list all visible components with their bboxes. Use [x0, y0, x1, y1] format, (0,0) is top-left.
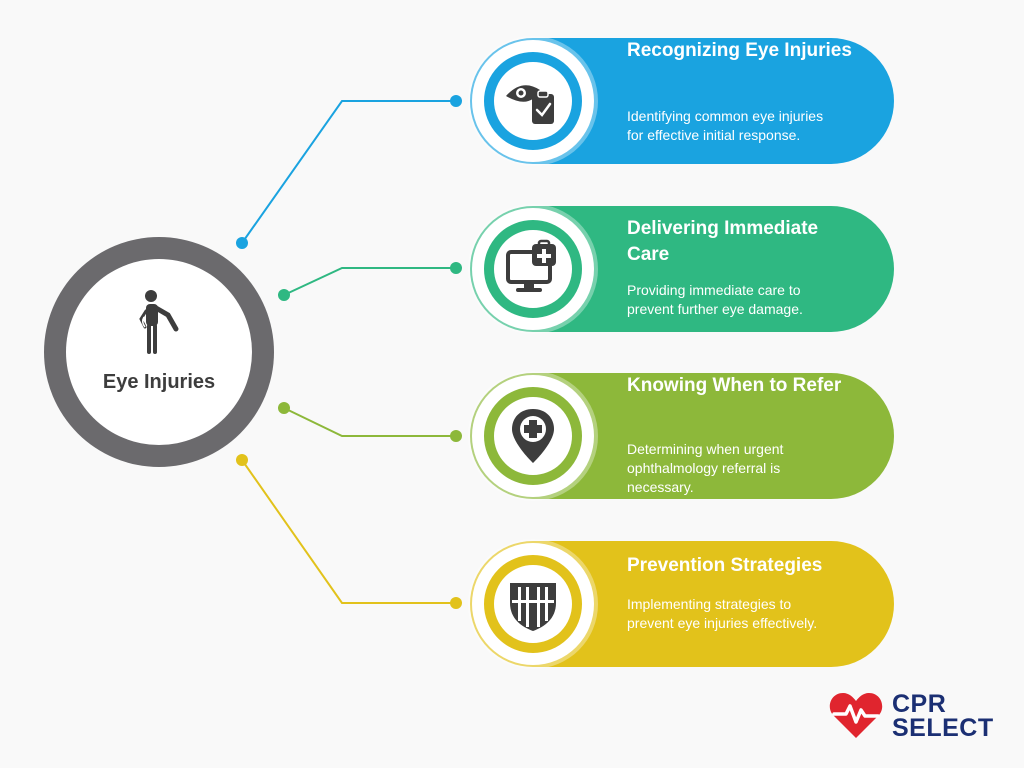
person-injury-icon [139, 290, 179, 354]
card-knowing-when-to-refer: Knowing When to Refer Determining when u… [470, 373, 894, 499]
hub-inner: Eye Injuries [66, 259, 252, 445]
brand-name-line2: SELECT [892, 714, 994, 742]
monitor-medical-kit-icon [506, 239, 556, 292]
card-description: Providing immediate care to prevent furt… [627, 282, 803, 317]
connector-dot [450, 95, 462, 107]
medical-location-pin-icon [512, 409, 554, 463]
connector-dot [236, 454, 248, 466]
connector-dot [278, 289, 290, 301]
connector-line-refer [283, 407, 456, 437]
card-icon-badge [472, 375, 594, 497]
brand-logo: CPR SELECT [828, 690, 998, 744]
card-description: Identifying common eye injuries for effe… [627, 108, 824, 143]
connector-dot [450, 262, 462, 274]
connector-dot [236, 237, 248, 249]
connector-line-prevention [241, 459, 456, 604]
hub-circle: Eye Injuries [44, 237, 274, 467]
card-description: Implementing strategies to prevent eye i… [627, 596, 818, 631]
card-description: Determining when urgent ophthalmology re… [627, 441, 784, 495]
card-icon-ring [484, 555, 582, 653]
card-title: Recognizing Eye Injuries [627, 40, 852, 61]
hub-label: Eye Injuries [102, 371, 216, 393]
card-icon-ring [484, 52, 582, 150]
card-title: Delivering Immediate Care [627, 218, 819, 265]
heart-pulse-logo-icon [829, 693, 883, 738]
card-icon-ring [484, 387, 582, 485]
card-icon-ring [484, 220, 582, 318]
card-delivering-immediate-care: Delivering Immediate Care Providing imme… [470, 206, 894, 332]
card-recognizing-eye-injuries: Recognizing Eye Injuries Identifying com… [470, 38, 894, 164]
eye-clipboard-icon [506, 85, 554, 124]
shield-icon [510, 583, 556, 631]
connector-dot [278, 402, 290, 414]
connector-line-recognizing [241, 100, 456, 244]
card-icon-badge [472, 40, 594, 162]
card-icon-badge [472, 208, 594, 330]
card-title: Knowing When to Refer [627, 375, 842, 396]
card-title: Prevention Strategies [627, 555, 823, 576]
connector-dot [450, 597, 462, 609]
connector-dot [450, 430, 462, 442]
brand-name-line1: CPR [892, 690, 947, 718]
connector-line-delivering [283, 267, 456, 296]
card-prevention-strategies: Prevention Strategies Implementing strat… [470, 541, 894, 667]
card-icon-badge [472, 543, 594, 665]
